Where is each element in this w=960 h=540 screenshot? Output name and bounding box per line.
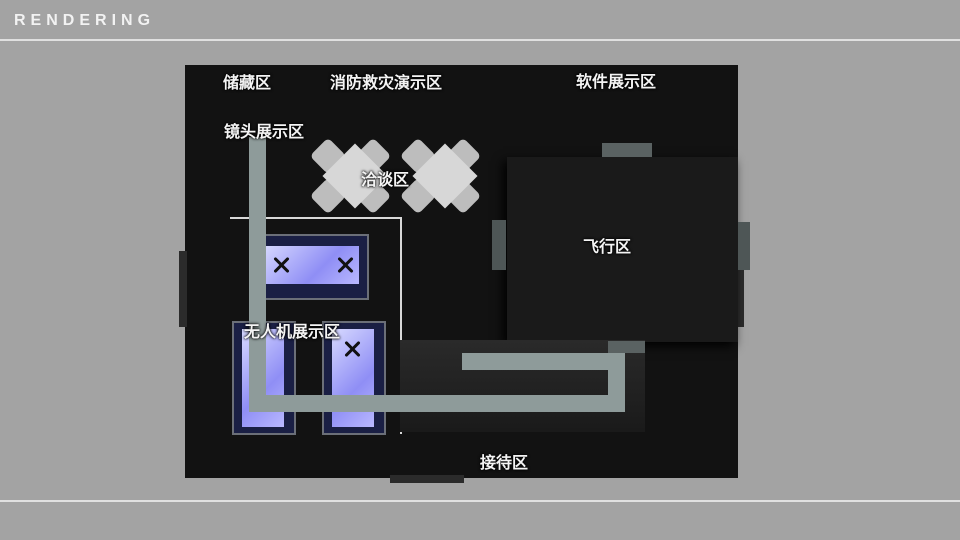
negotiation-table-2 [399,135,490,215]
bottom-door [390,475,464,483]
page-title: RENDERING [14,12,156,29]
walkway-bottom [249,395,625,412]
flight-zone-area [507,157,738,342]
footer-divider [0,500,960,502]
zone-label-flight: 飞行区 [583,237,632,256]
drone-zone-boundary [230,217,402,434]
zone-label-lens-display: 镜头展示区 [224,122,305,141]
flight-zone-gate-top [602,143,652,157]
floor-plan: 储藏区 消防救灾演示区 软件展示区 镜头展示区 洽谈区 飞行区 无人机展示区 接… [179,65,750,483]
right-door [736,247,744,327]
zone-label-negotiation: 洽谈区 [361,170,410,189]
left-door [179,251,187,327]
flight-zone-gate-right [738,222,750,270]
header-divider [0,39,960,41]
zone-label-fire-rescue-demo: 消防救灾演示区 [330,73,443,92]
flight-zone-gate-bottom [608,341,645,353]
flight-zone-gate-left [492,220,506,270]
zone-label-software-display: 软件展示区 [576,72,657,91]
zone-label-reception: 接待区 [480,453,529,472]
zone-label-storage: 储藏区 [223,73,272,92]
walkway-vertical [249,137,266,412]
walkway-upper [462,353,625,370]
zone-label-drone-display: 无人机展示区 [244,322,341,341]
drone-display-case-top [253,234,369,300]
